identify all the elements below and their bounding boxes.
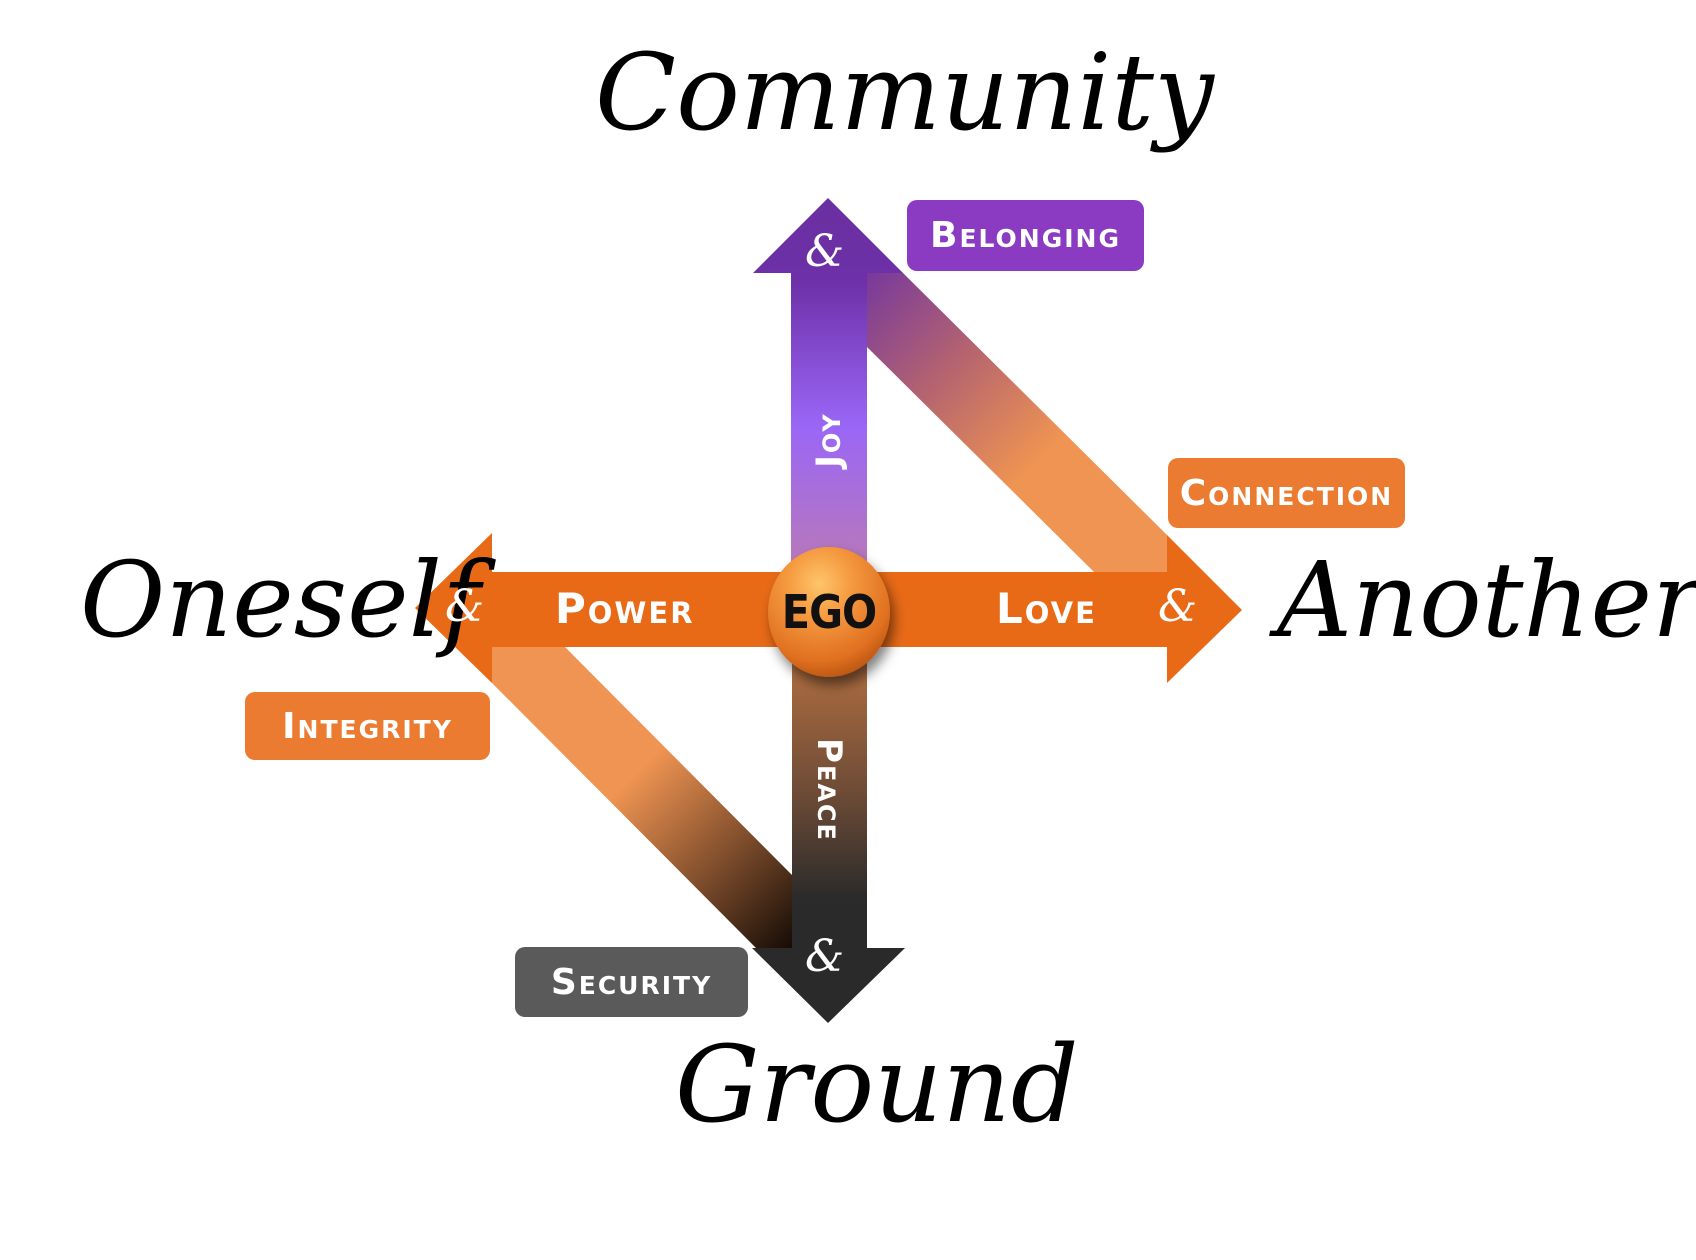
diagonal-band-top-right bbox=[867, 273, 1167, 572]
arrow-label-power: Power bbox=[555, 584, 695, 633]
ego-label: EGO bbox=[781, 585, 877, 639]
tag-connection: Connection bbox=[1168, 458, 1405, 528]
arrow-left bbox=[415, 533, 829, 683]
ampersand-icon-top: & bbox=[805, 226, 845, 277]
arrow-down bbox=[752, 612, 905, 1023]
pole-another: Another bbox=[1277, 539, 1696, 661]
arrow-label-peace: Peace bbox=[809, 738, 849, 842]
pole-oneself: Oneself bbox=[80, 539, 481, 661]
arrow-label-joy: Joy bbox=[809, 412, 849, 468]
pole-community: Community bbox=[595, 31, 1214, 154]
arrow-label-love: Love bbox=[996, 584, 1097, 633]
arrow-up bbox=[753, 198, 903, 612]
ampersand-icon-left: & bbox=[445, 581, 485, 632]
arrow-right bbox=[829, 535, 1242, 683]
ego-sphere[interactable] bbox=[768, 547, 890, 677]
tag-security: Security bbox=[515, 947, 748, 1017]
diagonal-band-bottom-left bbox=[492, 647, 792, 948]
ampersand-icon-right: & bbox=[1158, 581, 1198, 632]
ampersand-icon-bottom: & bbox=[805, 931, 845, 982]
tag-integrity: Integrity bbox=[245, 692, 490, 760]
pole-ground: Ground bbox=[675, 1023, 1079, 1146]
tag-belonging: Belonging bbox=[907, 200, 1144, 271]
